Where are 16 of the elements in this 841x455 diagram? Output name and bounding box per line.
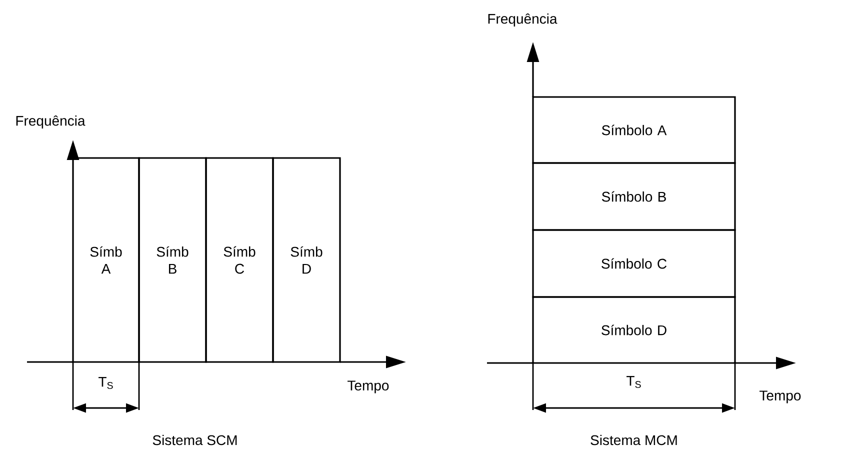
- axis-label: Tempo: [348, 380, 389, 394]
- symbol-box: Símb B: [138, 157, 207, 363]
- axis-label: Frequência: [16, 115, 86, 129]
- symbol-box: Símbolo A: [532, 96, 736, 164]
- symbol-box: Símb D: [272, 157, 341, 363]
- caption: Sistema MCM: [590, 434, 677, 446]
- axis-label: Frequência: [488, 13, 558, 27]
- dimension-label: T$_{S}$: [98, 377, 113, 389]
- dimension-label: T$_{S}$: [626, 376, 641, 388]
- symbol-box: Símb C: [205, 157, 274, 363]
- caption: Sistema SCM: [152, 434, 237, 446]
- symbol-box: Símb A: [72, 157, 140, 363]
- symbol-box: Símbolo B: [532, 162, 736, 231]
- symbol-box: Símbolo C: [532, 229, 736, 298]
- axis-label: Tempo: [760, 390, 801, 404]
- symbol-box: Símbolo D: [532, 296, 736, 364]
